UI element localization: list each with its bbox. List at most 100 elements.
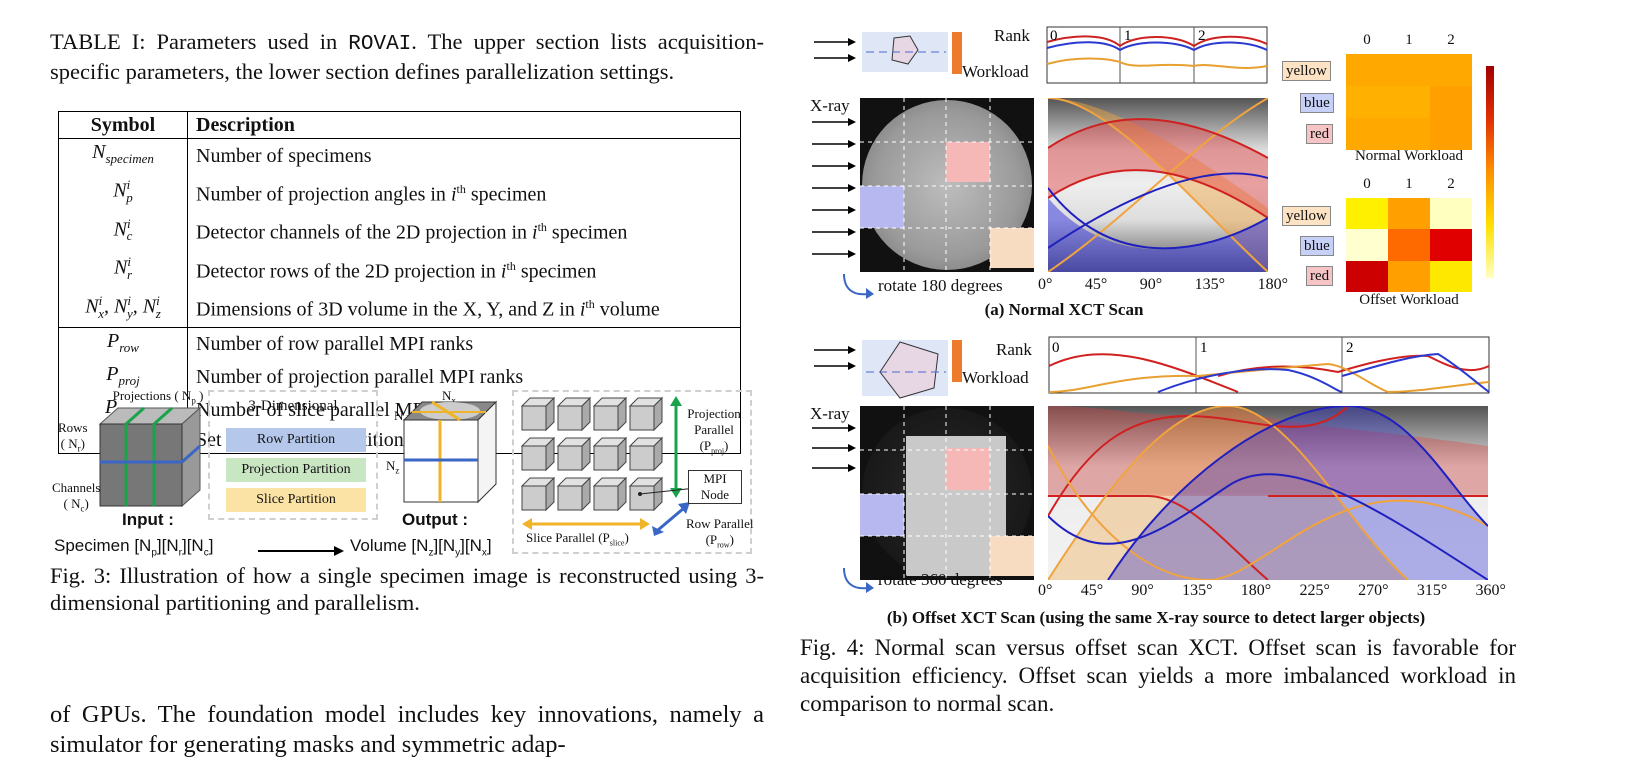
symbol-cell: Nir [58,249,188,288]
rotate-arrow-b [843,567,874,593]
fig4b: Rank Workload 0 1 2 X-ray rotate 360 deg… [806,334,1506,634]
description-cell: Detector rows of the 2D projection in it… [196,258,597,283]
xray-arrows-b [812,424,856,472]
three-d-title: 3-Dimensional [248,398,338,414]
description-cell: Detector channels of the 2D projection i… [196,220,628,244]
description-cell: Number of projection angles in ith speci… [196,181,547,206]
heat-cell [1346,229,1388,261]
table-row: Nip Number of projection angles in ith s… [58,172,741,211]
heat-cell [1388,198,1430,230]
row-parallel-label: Row Parallel(Prow) [686,516,754,550]
subcaption-b: (b) Offset XCT Scan (using the same X-ra… [886,608,1426,627]
header-description: Description [187,111,741,139]
symbol-cell: Nix, Niy, Niz [58,287,188,328]
heat-cell [1430,86,1472,118]
projection-parallel-label: Projection Parallel(Pproj) [687,406,741,456]
table-caption-post: . The upper section lists acquisition-sp… [50,29,765,84]
row-partition-swatch: Row Partition [226,428,366,452]
heat-cell [1346,260,1388,292]
rank-tick: 0 [1050,28,1058,44]
angle-tick: 0° [1038,276,1053,293]
description-cell: Dimensions of 3D volume in the X, Y, and… [196,297,660,322]
input-label: Input : [122,510,174,529]
angle-tick: 0° [1038,582,1053,599]
mpi-grid-box [512,390,752,554]
angle-tick: 225° [1299,582,1330,599]
description-cell: Number of projection parallel MPI ranks [196,366,524,389]
angle-tick: 135° [1194,276,1226,293]
heatmap-offset [1346,198,1472,292]
rows-label: Rows( Nr) [58,420,88,454]
slice-parallel-label: Slice Parallel (Pslice) [526,530,629,548]
table-caption: TABLE I: Parameters used in ROVAI. The u… [50,28,764,85]
rank-label-a: Rank [994,26,1030,45]
heat-row-label: blue [1300,236,1334,256]
workload-label-a: Workload [962,62,1029,81]
table-row: Pproj Number of projection parallel MPI … [58,360,741,394]
heat-cell [1388,86,1430,118]
formula-arrow [258,546,344,556]
specimen-slice-a [860,98,1034,272]
description-cell: Number of row parallel MPI ranks [187,326,741,361]
symbol-cell: Nic [58,210,188,250]
heat-row-label: red [1306,266,1334,286]
mpi-node-label: MPI Node [688,470,742,504]
rank-tick: 1 [1200,340,1208,356]
heat-cell [1430,260,1472,292]
symbol-cell: Nspecimen [58,138,188,172]
table-row: Nir Detector rows of the 2D projection i… [58,249,741,288]
table-row: Prow Number of row parallel MPI ranks [58,326,741,361]
heat-cell [1430,118,1472,150]
heat-row-label: yellow [1282,61,1331,81]
heatmap-normal [1346,54,1472,150]
angle-tick: 180° [1257,276,1288,293]
nz-label: Nz [386,458,400,476]
workload-label-b: Workload [962,368,1029,387]
heat-cell [1430,229,1472,261]
angle-axis-b: 0° 45° 90° 135° 180° 225° 270° 315° 360° [1038,582,1506,600]
heat-cell [1388,260,1430,292]
specimen-formula: Specimen [Np][Nr][Nc] [54,536,214,559]
fig3: Projections ( Np ) Rows( Nr) Channels( N… [50,384,770,564]
table-row: Nspecimen Number of specimens [58,138,741,172]
xray-arrows-a [812,118,856,258]
rank-label-b: Rank [996,340,1032,359]
rotate-arrow-a [843,273,874,299]
sinogram-b [1048,406,1488,580]
heat-cell [1430,198,1472,230]
fig4a: Rank Workload 0 1 2 X-ray rotate 180 deg… [806,20,1496,320]
xray-label-b: X-ray [810,404,850,423]
source-setup-a [814,32,962,74]
output-label: Output : [402,510,469,529]
heat-row-label: yellow [1282,206,1331,226]
heat-cell [1388,118,1430,150]
fig4-caption: Fig. 4: Normal scan versus offset scan X… [800,635,1516,716]
angle-axis-a: 0° 45° 90° 135° 180° [1038,276,1288,294]
table-caption-code: ROVAI [348,33,412,56]
sinogram-a [1048,98,1268,272]
offset-workload-label: Offset Workload [1359,292,1459,308]
heat-cell [1346,86,1388,118]
heat-row-label: blue [1300,93,1334,113]
source-setup-b [814,340,962,399]
table-row: Nic Detector channels of the 2D projecti… [58,210,741,250]
rotate-180-label: rotate 180 degrees [878,276,1003,295]
rank-tick: 2 [1198,28,1206,44]
angle-tick: 315° [1416,582,1448,599]
angle-tick: 135° [1182,582,1213,599]
angle-tick: 90° [1131,582,1154,599]
projections-label: Projections ( Np ) [112,388,204,406]
xray-label-a: X-ray [810,96,850,115]
angle-tick: 180° [1240,582,1272,599]
header-symbol: Symbol [58,111,188,139]
rank-tick: 1 [1124,28,1132,44]
symbol-cell: Prow [58,326,188,361]
heat-cell [1346,54,1388,86]
angle-tick: 360° [1475,582,1506,599]
table-row: Nix, Niy, Niz Dimensions of 3D volume in… [58,287,741,328]
symbol-cell: Pproj [58,360,188,394]
table-caption-label: TABLE I: [50,29,146,54]
input-cube [98,406,202,508]
